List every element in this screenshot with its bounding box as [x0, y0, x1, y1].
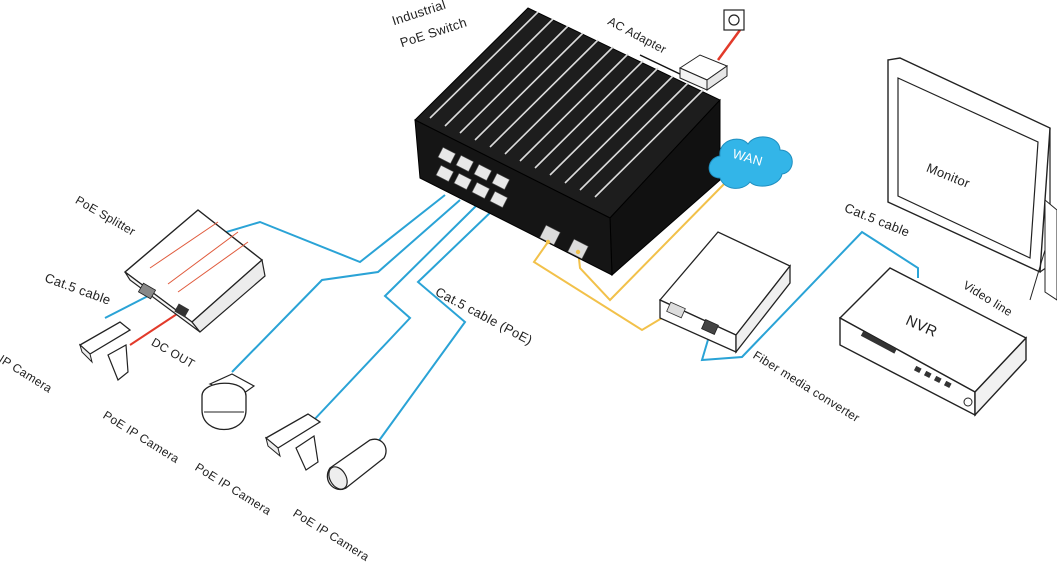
box-camera	[264, 413, 322, 471]
fiber-cable-to-wan	[577, 179, 729, 302]
video-line	[1029, 249, 1046, 301]
fiber-media-converter	[658, 231, 792, 354]
poe-cable-to-box-camera	[311, 204, 478, 423]
ip-camera	[78, 321, 132, 381]
power-cable-adapter-to-switch	[639, 54, 683, 76]
poe-splitter	[123, 209, 266, 333]
industrial-poe-switch	[414, 7, 721, 277]
poe-cable-to-dome-camera	[231, 199, 461, 373]
power-cable-adapter-to-outlet	[716, 29, 742, 61]
dc-out-power-cable	[129, 311, 181, 346]
fiber-cable-to-converter	[532, 241, 673, 332]
poe-cable-to-splitter	[212, 194, 446, 264]
power-outlet	[723, 9, 745, 31]
poe-cable-splitter-to-ip-camera	[104, 295, 149, 319]
monitor	[887, 57, 1057, 301]
nvr-device	[838, 267, 1028, 417]
dome-camera	[201, 373, 256, 431]
wan-cloud-icon	[708, 136, 793, 189]
poe-cable-to-bullet-camera	[377, 207, 496, 443]
cat5-cable-converter-to-nvr	[700, 230, 919, 362]
bullet-camera	[326, 438, 387, 491]
ac-adapter	[678, 54, 729, 91]
